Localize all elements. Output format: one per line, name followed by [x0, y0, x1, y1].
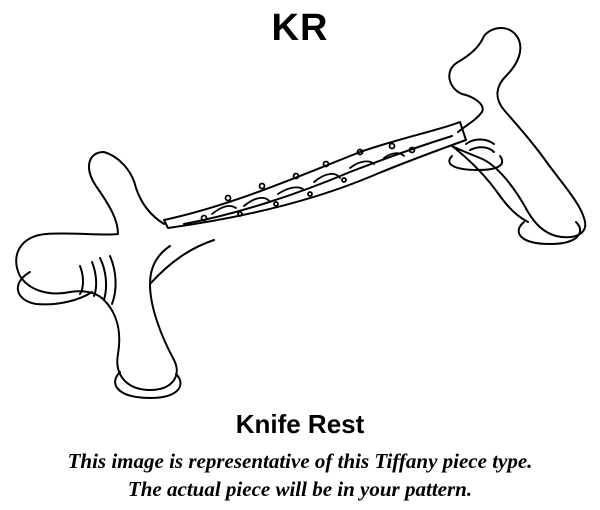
pierced-pattern	[200, 142, 416, 222]
left-end	[15, 151, 178, 391]
right-end	[448, 27, 587, 239]
center-bar	[163, 121, 467, 229]
piece-name: Knife Rest	[235, 409, 365, 439]
disclaimer-line-2: The actual piece will be in your pattern…	[127, 477, 473, 501]
piece-code: KR	[271, 7, 329, 49]
struts	[149, 145, 529, 285]
disclaimer-line-1: This image is representative of this Tif…	[67, 449, 533, 473]
knife-rest-illustration	[15, 27, 587, 399]
